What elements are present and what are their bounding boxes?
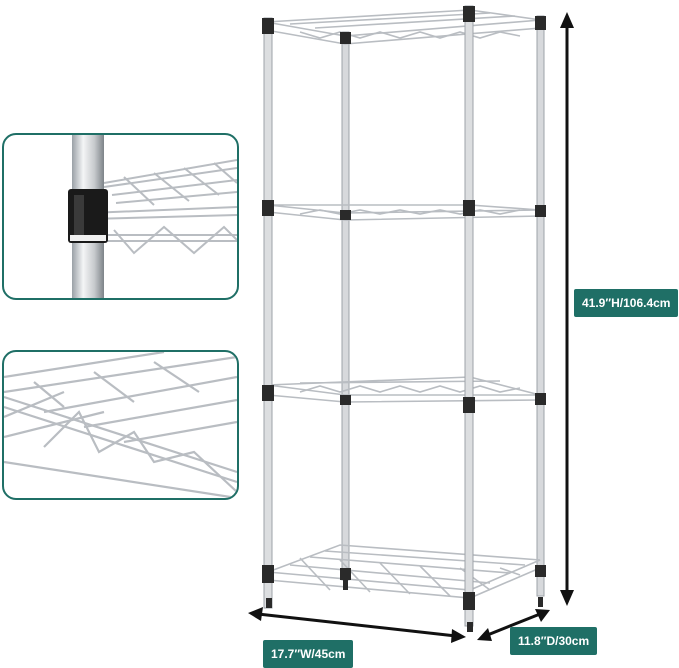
width-label: 17.7″W/45cm [263,640,354,668]
height-label: 41.9″H/106.4cm [574,289,679,317]
shelf-wire-grid [88,159,237,255]
front-poles [263,5,474,627]
shelf-wire-grid [4,352,237,498]
clips-and-feet [262,6,546,632]
detail-inset-wire [2,350,239,500]
back-poles [341,15,545,597]
clip-detail-illustration [68,135,237,298]
depth-label: 11.8″D/30cm [510,627,598,655]
shelf-bottom [267,544,541,599]
wire-detail-illustration [4,352,237,498]
wire-shelves [265,9,542,599]
depth-arrow [477,609,550,641]
detail-inset-clip [2,133,239,300]
shelf-3 [267,376,541,403]
shelf-2 [267,204,541,221]
height-arrow [560,12,574,606]
width-arrow [248,607,466,643]
shelf-top [265,9,542,45]
